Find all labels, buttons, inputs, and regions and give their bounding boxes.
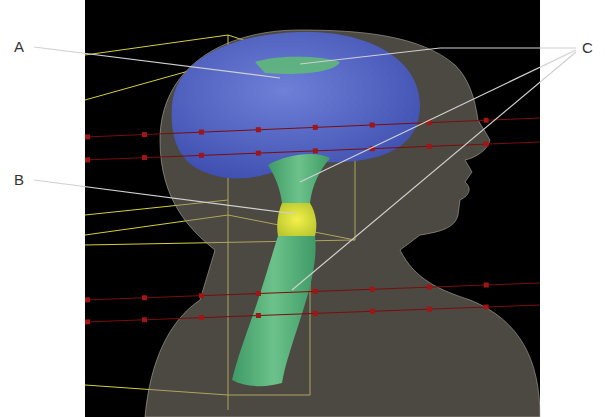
part-letter: C [582,40,593,55]
part-letter: B [14,172,24,187]
head-silhouette [145,30,540,417]
upper-spinal-cord [268,154,330,203]
yellow-segment [277,203,316,236]
lower-spinal-cord [232,236,316,386]
part-letter: A [14,39,24,54]
red-dotted-line [85,118,540,322]
leader-line [34,47,576,290]
brain-top-band [255,57,340,74]
